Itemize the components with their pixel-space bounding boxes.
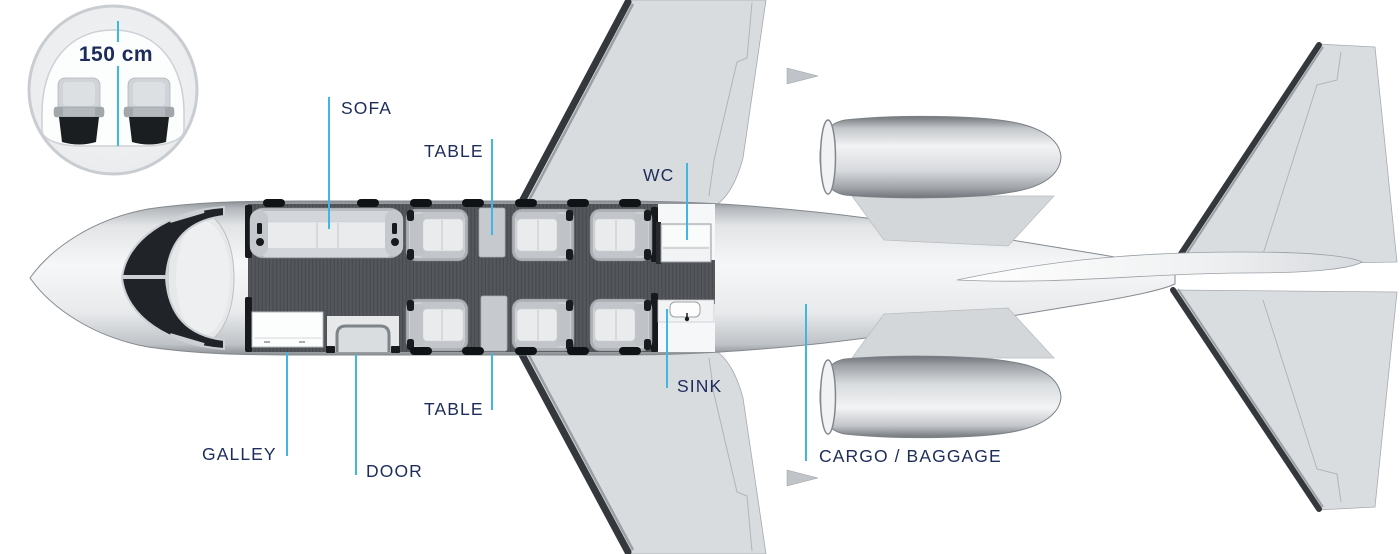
- callout-door: DOOR: [366, 461, 423, 481]
- window: [462, 199, 484, 207]
- seat-top-3: [589, 208, 653, 262]
- window: [567, 347, 589, 355]
- cross-section-inset: 150 cm: [27, 4, 199, 176]
- engine-nacelle-lower: [819, 355, 1062, 439]
- horizontal-stabilizer-lower: [1170, 287, 1398, 512]
- engine-nacelle-upper: [819, 115, 1062, 199]
- cabin: [245, 199, 715, 355]
- callout-sink: SINK: [677, 376, 722, 396]
- seat-bottom-3: [589, 298, 653, 352]
- cabin-width-measurement: 150 cm: [79, 43, 153, 66]
- aft-bulkhead-bottom: [651, 293, 658, 352]
- cabin-door: [326, 316, 400, 353]
- table-bottom-unit: [480, 295, 508, 352]
- window: [619, 347, 641, 355]
- cross-section-seat-left: [53, 77, 105, 145]
- vertical-fin: [956, 251, 1363, 282]
- window: [410, 199, 432, 207]
- forward-bulkhead-bottom: [245, 297, 252, 352]
- window: [515, 347, 537, 355]
- horizontal-stabilizer-upper: [1170, 42, 1398, 269]
- callout-galley: GALLEY: [202, 444, 277, 464]
- window: [619, 199, 641, 207]
- engine-pylon-lower: [851, 307, 1055, 359]
- cabin-windows: [263, 199, 641, 355]
- window: [357, 199, 379, 207]
- window: [263, 199, 285, 207]
- callout-table-top: TABLE: [424, 141, 484, 161]
- fairing-tip-lower: [786, 469, 819, 487]
- callout-table-bottom: TABLE: [424, 399, 484, 419]
- cockpit: [120, 205, 235, 351]
- callout-wc: WC: [643, 165, 674, 185]
- windshield: [120, 205, 225, 351]
- sink-unit: [657, 299, 715, 323]
- window: [410, 347, 432, 355]
- aft-corridor-floor: [658, 260, 715, 304]
- sofa-unit: [249, 207, 404, 259]
- galley-unit: [251, 311, 324, 348]
- callouts: SOFA TABLE WC GALLEY DOOR TABLE SINK CAR…: [202, 97, 1002, 481]
- wing-lower: [515, 345, 767, 554]
- fairing-tip-upper: [786, 67, 819, 85]
- window: [462, 347, 484, 355]
- seat-top-2: [511, 208, 575, 262]
- window: [515, 199, 537, 207]
- wing-upper: [515, 0, 767, 211]
- callout-sofa: SOFA: [341, 98, 392, 118]
- seat-top-1: [405, 208, 469, 262]
- cross-section-seat-right: [123, 77, 175, 145]
- window: [567, 199, 589, 207]
- wc-unit: [656, 222, 712, 264]
- callout-cargo: CARGO / BAGGAGE: [819, 446, 1002, 466]
- engine-pylon-upper: [851, 195, 1055, 247]
- seat-bottom-1: [405, 298, 469, 352]
- seat-bottom-2: [511, 298, 575, 352]
